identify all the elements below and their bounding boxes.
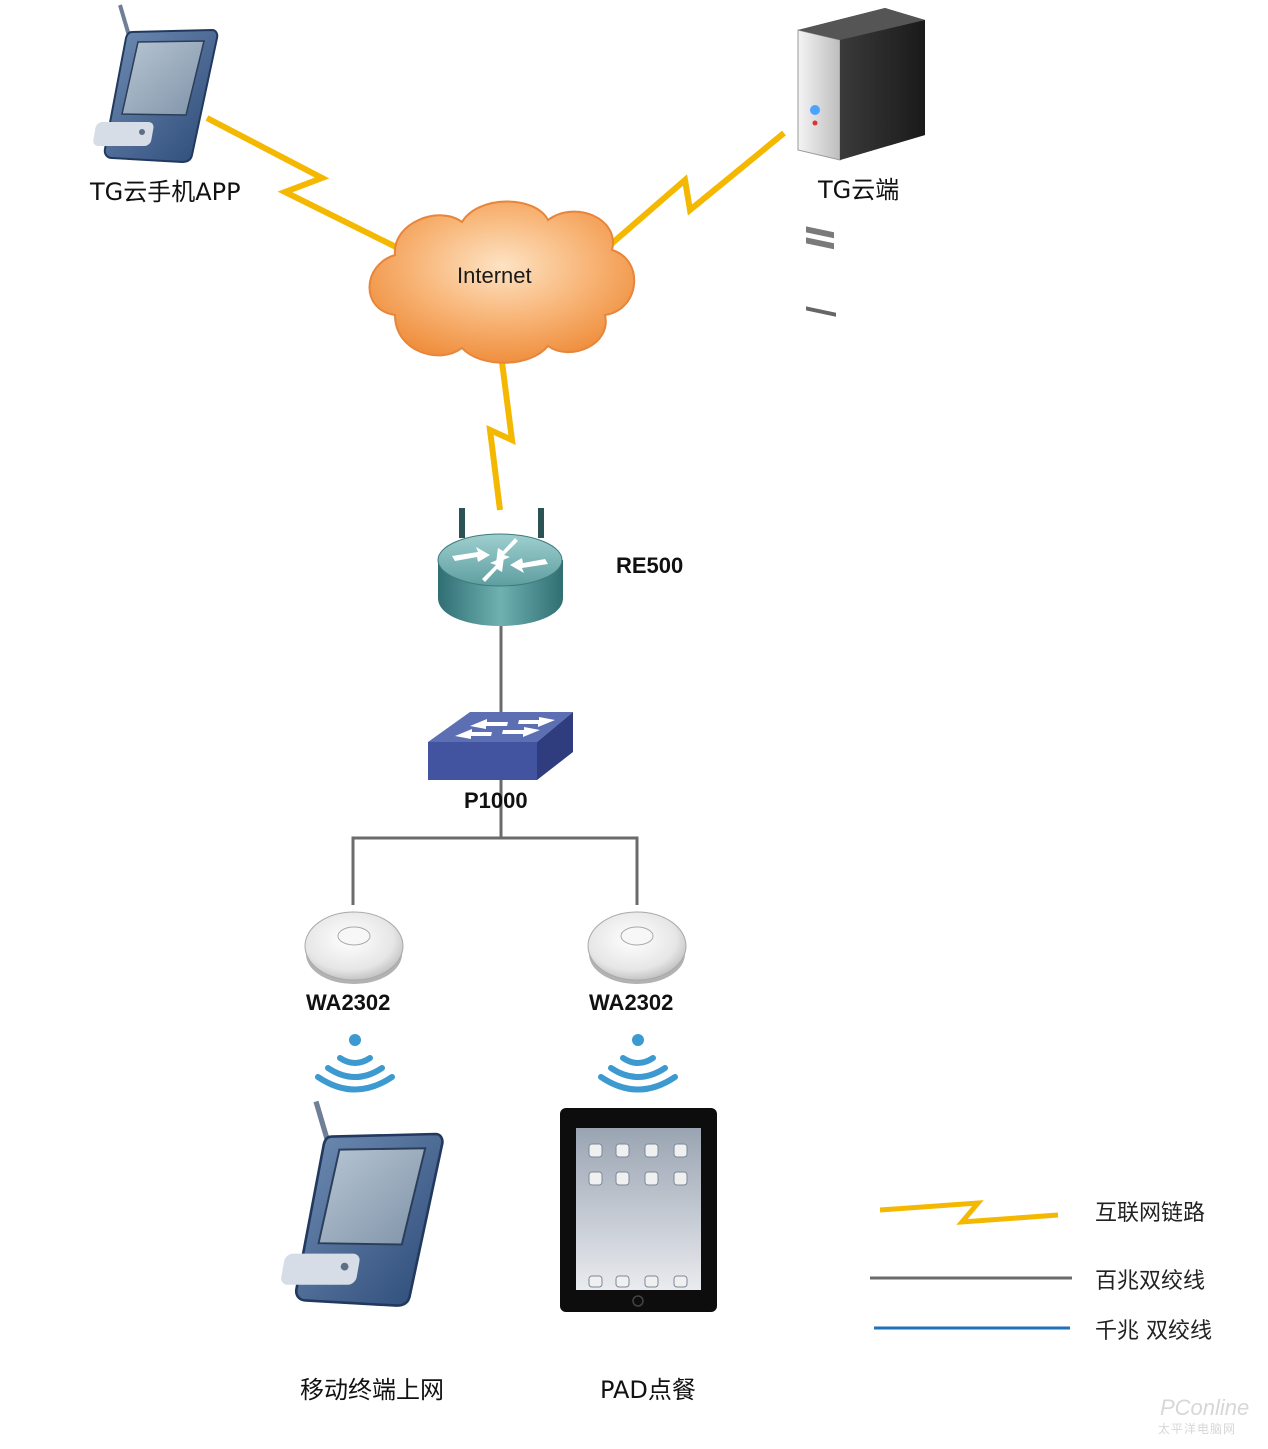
label-ap-left: WA2302 (306, 990, 391, 1015)
legend-label-internet-link: 互联网链路 (1095, 1201, 1206, 1226)
legend-swatch-internet-link (879, 1200, 1059, 1225)
label-switch: P1000 (464, 788, 528, 813)
legend-label-100m-cable: 百兆双绞线 (1095, 1269, 1206, 1294)
pda-icon (281, 1100, 444, 1307)
internet-link-cloud-to-router (486, 361, 516, 511)
label-internet: Internet (457, 263, 532, 288)
label-router: RE500 (616, 553, 684, 578)
watermark-subtitle: 太平洋电脑网 (1158, 1422, 1237, 1436)
switch-icon (428, 712, 573, 780)
wifi-signal-icon (315, 1034, 395, 1093)
cloud-icon (368, 200, 636, 364)
access-point-icon (587, 911, 687, 984)
cable-switch-to-aps (351, 780, 639, 905)
watermark-logo: PConline (1160, 1395, 1250, 1420)
label-pad: PAD点餐 (600, 1376, 696, 1404)
label-ap-right: WA2302 (589, 990, 674, 1015)
label-cloud-server: TG云端 (818, 176, 900, 204)
label-mobile-app: TG云手机APP (90, 178, 241, 206)
pda-icon (93, 4, 219, 164)
legend-label-1000m-cable: 千兆 双绞线 (1095, 1319, 1212, 1344)
server-icon (797, 8, 925, 317)
tablet-icon (560, 1108, 717, 1312)
label-mobile-terminal: 移动终端上网 (300, 1376, 444, 1404)
internet-link-app-to-cloud (205, 115, 400, 251)
wifi-signal-icon (598, 1034, 678, 1093)
internet-link-server-to-cloud (600, 130, 786, 255)
router-icon (437, 508, 563, 626)
access-point-icon (304, 911, 404, 984)
